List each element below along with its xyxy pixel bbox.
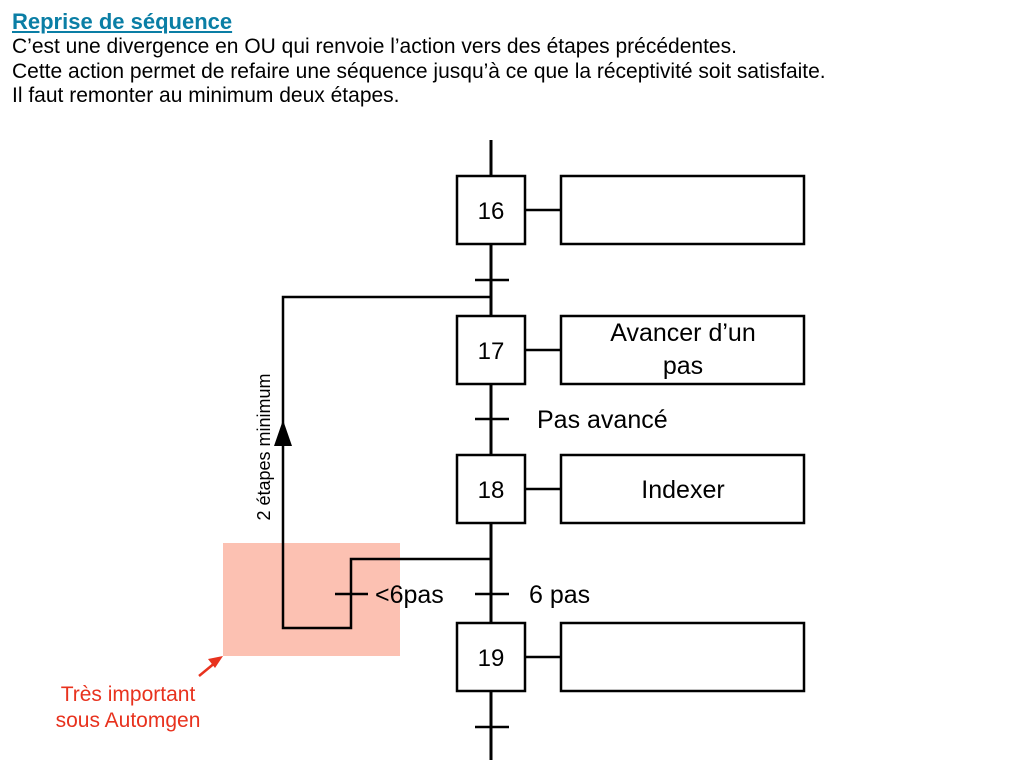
action-box (559, 314, 806, 386)
loop-return-path (281, 295, 491, 630)
step-16: 16 (455, 174, 806, 246)
intro-line-1: C’est une divergence en OU qui renvoie l… (12, 35, 737, 58)
transition-loop-label: <6pas (375, 581, 444, 609)
transition-18-19-label: 6 pas (529, 581, 590, 609)
step-number: 18 (478, 477, 505, 504)
note-line-2: sous Automgen (55, 709, 201, 732)
loop-arrow-head (274, 420, 292, 446)
action-text: Indexer (641, 476, 724, 504)
step-number: 16 (478, 198, 505, 225)
step-19: 19 (455, 621, 806, 693)
transition-17-18-label: Pas avancé (537, 406, 668, 434)
highlight-box (223, 543, 400, 656)
step-17: 17 Avancer d’un pas (455, 314, 806, 386)
step-number: 17 (478, 338, 505, 365)
action-text-line-2: pas (663, 352, 703, 380)
loop-annotation: 2 étapes minimum (254, 373, 274, 520)
action-box (559, 621, 806, 693)
action-text-line-1: Avancer d’un (610, 319, 755, 347)
step-18: 18 Indexer (455, 453, 806, 525)
intro-text: Reprise de séquence C’est une divergence… (12, 8, 1017, 109)
intro-line-2: Cette action permet de refaire une séque… (12, 59, 826, 83)
action-box (559, 174, 806, 246)
note-line-1: Très important (60, 683, 196, 706)
intro-line-3: Il faut remonter au minimum deux étapes. (12, 84, 400, 107)
action-box (559, 453, 806, 525)
step-number: 19 (478, 645, 505, 672)
slide-title: Reprise de séquence (12, 9, 233, 34)
important-note: Très important sous Automgen (28, 682, 228, 734)
note-pointer-head (208, 656, 223, 668)
